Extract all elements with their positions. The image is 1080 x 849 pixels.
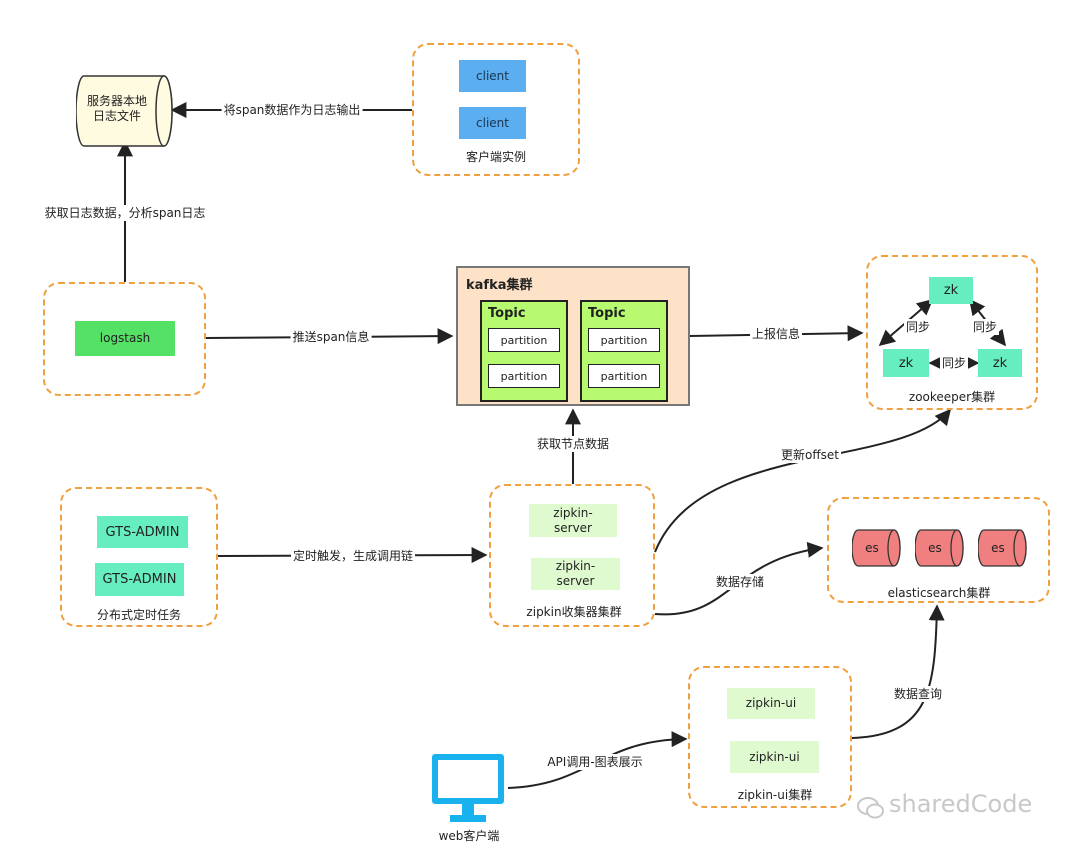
es-node-label: es xyxy=(865,541,879,555)
zk-node: zk xyxy=(929,277,973,304)
elasticsearch-caption: elasticsearch集群 xyxy=(887,586,991,600)
zk-sync-label: 同步 xyxy=(939,355,969,371)
partition: partition xyxy=(588,364,660,388)
zipkin-ui-node: zipkin-ui xyxy=(727,688,815,719)
watermark-label: sharedCode xyxy=(889,790,1033,818)
log-file-storage-icon xyxy=(76,75,173,147)
edge-label-ui-to-es: 数据查询 xyxy=(891,686,945,702)
storage-label-line1: 服务器本地 xyxy=(86,94,147,108)
edge-label-zipkin-to-kafka: 获取节点数据 xyxy=(534,436,612,452)
zk-node: zk xyxy=(978,349,1022,377)
zk-sync-label: 同步 xyxy=(970,319,1000,335)
client-node: client xyxy=(459,107,526,139)
web-client-caption: web客户端 xyxy=(438,829,500,843)
es-node-label: es xyxy=(991,541,1005,555)
logstash-node: logstash xyxy=(75,321,175,356)
client-node: client xyxy=(459,60,526,92)
zipkin-server-line2: server xyxy=(554,520,592,535)
kafka-topic: Topic partition partition xyxy=(580,300,668,402)
zipkin-server-line1: zipkin- xyxy=(555,559,596,573)
zipkin-server-node: zipkin- server xyxy=(529,504,617,537)
zipkin-server-group xyxy=(489,484,655,627)
es-node-icon xyxy=(852,529,901,567)
edge-label-gts-to-zipkin: 定时触发，生成调用链 xyxy=(290,548,416,564)
es-node-icon xyxy=(978,529,1027,567)
gts-caption: 分布式定时任务 xyxy=(96,608,182,622)
edge-label-logstash-to-storage: 获取日志数据，分析span日志 xyxy=(42,205,208,221)
zipkin-ui-group xyxy=(688,666,852,808)
zipkin-ui-node: zipkin-ui xyxy=(730,741,819,773)
monitor-icon xyxy=(432,754,504,822)
partition: partition xyxy=(488,364,560,388)
storage-label: 服务器本地 日志文件 xyxy=(80,94,154,124)
zookeeper-caption: zookeeper集群 xyxy=(908,390,996,404)
zipkin-server-caption: zipkin收集器集群 xyxy=(526,605,622,619)
es-node-label: es xyxy=(928,541,942,555)
zipkin-server-line1: zipkin- xyxy=(553,505,593,520)
client-group xyxy=(412,43,580,176)
kafka-cluster: kafka集群 Topic partition partition Topic … xyxy=(456,266,690,406)
zipkin-server-line2: server xyxy=(556,574,595,588)
edge-label-logstash-to-kafka: 推送span信息 xyxy=(290,329,372,345)
topic-title: Topic xyxy=(588,306,626,321)
edge-ui-to-es xyxy=(851,604,945,739)
zk-sync-label: 同步 xyxy=(903,319,933,335)
zookeeper-group xyxy=(866,255,1038,410)
logstash-group xyxy=(43,282,206,396)
wechat-icon xyxy=(857,797,884,819)
edge-label-zipkin-to-zookeeper: 更新offset xyxy=(779,447,841,463)
edge-label-kafka-to-zookeeper: 上报信息 xyxy=(749,326,803,342)
storage-label-line2: 日志文件 xyxy=(92,109,141,123)
edge-label-client-to-storage: 将span数据作为日志输出 xyxy=(221,102,363,118)
kafka-topic: Topic partition partition xyxy=(480,300,568,402)
elasticsearch-group xyxy=(827,497,1050,603)
client-group-caption: 客户端实例 xyxy=(465,150,527,164)
gts-group xyxy=(60,487,218,627)
watermark-text: sharedCode xyxy=(853,790,1032,818)
gts-admin-node: GTS-ADMIN xyxy=(95,563,184,596)
zipkin-server-node: zipkin- server xyxy=(531,558,620,590)
partition: partition xyxy=(488,328,560,352)
edge-label-web-to-ui: API调用-图表展示 xyxy=(545,754,645,770)
zk-node: zk xyxy=(883,349,929,377)
kafka-title: kafka集群 xyxy=(466,278,533,293)
es-node-icon xyxy=(915,529,964,567)
gts-admin-node: GTS-ADMIN xyxy=(97,516,188,548)
zipkin-ui-caption: zipkin-ui集群 xyxy=(737,788,813,802)
partition: partition xyxy=(588,328,660,352)
edge-label-zipkin-to-es: 数据存储 xyxy=(713,574,767,590)
topic-title: Topic xyxy=(488,306,526,321)
